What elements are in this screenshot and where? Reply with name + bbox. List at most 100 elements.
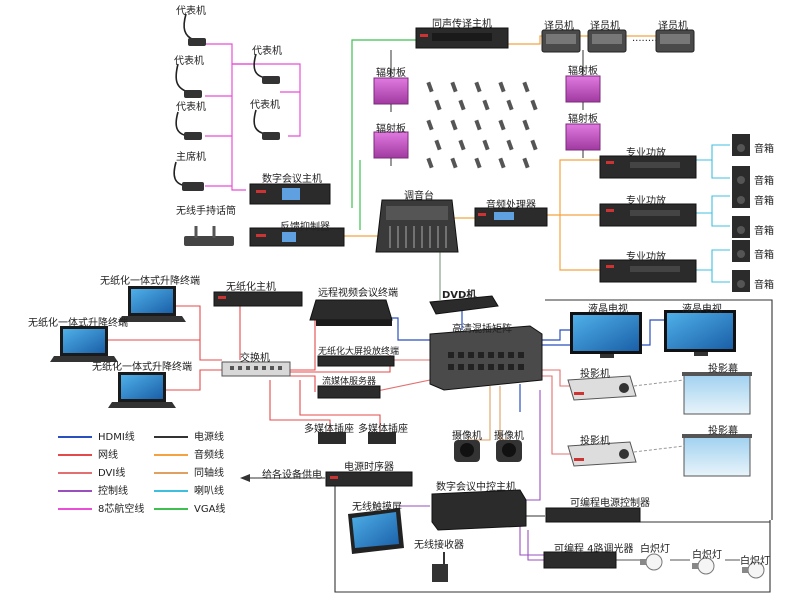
label-projector2: 投影机 (580, 436, 610, 447)
label-feedback: 反馈抑制器 (280, 222, 330, 233)
amplifier-2 (599, 203, 697, 227)
lcd-tv-2 (664, 310, 736, 356)
label-spk3: 音箱 (754, 196, 774, 207)
speaker-3 (732, 186, 750, 208)
delegate-mic-5 (253, 109, 280, 140)
network-switch-device (221, 361, 291, 377)
legend-item-aviation: 8芯航空线 (58, 500, 144, 515)
label-receiver: 无线接收器 (414, 540, 464, 551)
delegate-mic-3 (175, 111, 202, 140)
label-media-server: 流媒体服务器 (322, 377, 377, 387)
legend-item-vga: VGA线 (154, 500, 225, 515)
programmable-power-controller-device (545, 507, 641, 523)
media-server-device (317, 385, 381, 399)
camera-2 (496, 440, 522, 462)
delegate-mic-2 (175, 63, 202, 98)
label-translator1: 译员机 (544, 21, 574, 32)
terminal-laptop-3 (108, 372, 176, 408)
central-control-host-device (431, 489, 527, 531)
projector-2 (567, 441, 637, 467)
power-arrow (240, 474, 318, 482)
label-socket1: 多媒体插座 (304, 424, 354, 435)
amplifier-3 (599, 259, 697, 283)
label-rep1: 代表机 (176, 6, 206, 17)
translator-unit-3 (655, 29, 695, 53)
lcd-tv-1 (570, 312, 642, 358)
label-interp-host: 同声传译主机 (432, 19, 492, 30)
radiator-1 (373, 77, 409, 112)
camera-1 (454, 440, 480, 462)
label-video-terminal: 远程视频会议终端 (318, 288, 398, 299)
network-cables (105, 305, 391, 432)
radiator-2 (373, 131, 409, 166)
aviation-cables (205, 43, 301, 191)
legend-swatch-vga (154, 508, 188, 510)
label-rep4: 代表机 (252, 46, 282, 57)
speaker-cables (695, 144, 730, 283)
label-screen1: 投影幕 (708, 364, 738, 375)
label-matrix: 高清混插矩阵 (452, 324, 512, 335)
speaker-6 (732, 270, 750, 292)
translator-unit-2 (587, 29, 627, 53)
legend-swatch-dvi (58, 472, 92, 474)
lamp-2 (692, 557, 715, 575)
multimedia-socket-1 (318, 432, 346, 444)
legend-swatch-network (58, 454, 92, 456)
label-rep5: 代表机 (250, 100, 280, 111)
label-lamp1: 白炽灯 (640, 544, 670, 555)
paperless-host-device (213, 291, 303, 307)
label-translator3: 译员机 (658, 21, 688, 32)
label-power-note: 给各设备供电 (262, 470, 322, 481)
legend-swatch-power (154, 436, 188, 438)
projector-1 (567, 375, 637, 401)
legend-item-speaker: 喇叭线 (154, 482, 224, 497)
label-dvd: DVD机 (442, 290, 477, 301)
label-spk6: 音箱 (754, 280, 774, 291)
legend-item-coax: 同轴线 (154, 464, 224, 479)
label-spk4: 音箱 (754, 226, 774, 237)
label-projector1: 投影机 (580, 369, 610, 380)
label-switch: 交换机 (240, 353, 270, 364)
legend-item-network: 网线 (58, 446, 118, 461)
chairman-mic (173, 161, 204, 191)
label-terminal1: 无纸化一体式升降终端 (100, 276, 200, 287)
wireless-mic-unit (184, 226, 234, 246)
speaker-1 (732, 134, 750, 156)
radiator-4 (565, 123, 601, 158)
label-conf-host: 数字会议主机 (262, 174, 322, 185)
delegate-mic-4 (253, 53, 280, 84)
legend-item-hdmi: HDMI线 (58, 428, 135, 443)
label-lamp2: 白炽灯 (692, 550, 722, 561)
dvd-player-device (429, 295, 499, 315)
speaker-2 (732, 166, 750, 188)
label-mixer: 调音台 (404, 191, 434, 202)
label-paperless-host: 无纸化主机 (226, 282, 276, 293)
label-dimmer: 可编程 4路调光器 (554, 544, 634, 555)
label-chair: 主席机 (176, 152, 206, 163)
label-rep3: 代表机 (176, 102, 206, 113)
multimedia-socket-2 (368, 432, 396, 444)
label-camera1: 摄像机 (452, 431, 482, 442)
matrix-device (429, 325, 543, 391)
speaker-5 (732, 240, 750, 262)
projection-screen-1 (633, 372, 752, 415)
legend-swatch-speaker (154, 490, 188, 492)
label-camera2: 摄像机 (494, 431, 524, 442)
label-audio-proc: 音频处理器 (486, 200, 536, 211)
label-rep2: 代表机 (174, 56, 204, 67)
label-terminal2: 无纸化一体式升降终端 (28, 318, 128, 329)
touch-screen-device (348, 508, 404, 554)
legend-swatch-hdmi (58, 436, 92, 438)
cable-legend: HDMI线 电源线 网线 音频线 DVI线 同轴线 控制线 喇叭线 8芯航空线 … (58, 428, 248, 515)
label-prog-power: 可编程电源控制器 (570, 498, 650, 509)
label-amp1: 专业功放 (626, 148, 666, 159)
legend-swatch-control (58, 490, 92, 492)
label-dots: ........ (632, 33, 658, 44)
label-lamp3: 白炽灯 (740, 556, 770, 567)
label-lcd2: 液晶电视 (682, 304, 722, 315)
label-translator2: 译员机 (590, 21, 620, 32)
wireless-receiver-device (432, 552, 448, 582)
terminal-laptop-2 (50, 326, 118, 362)
label-spk5: 音箱 (754, 250, 774, 261)
label-wireless-mic: 无线手持话筒 (176, 206, 236, 217)
